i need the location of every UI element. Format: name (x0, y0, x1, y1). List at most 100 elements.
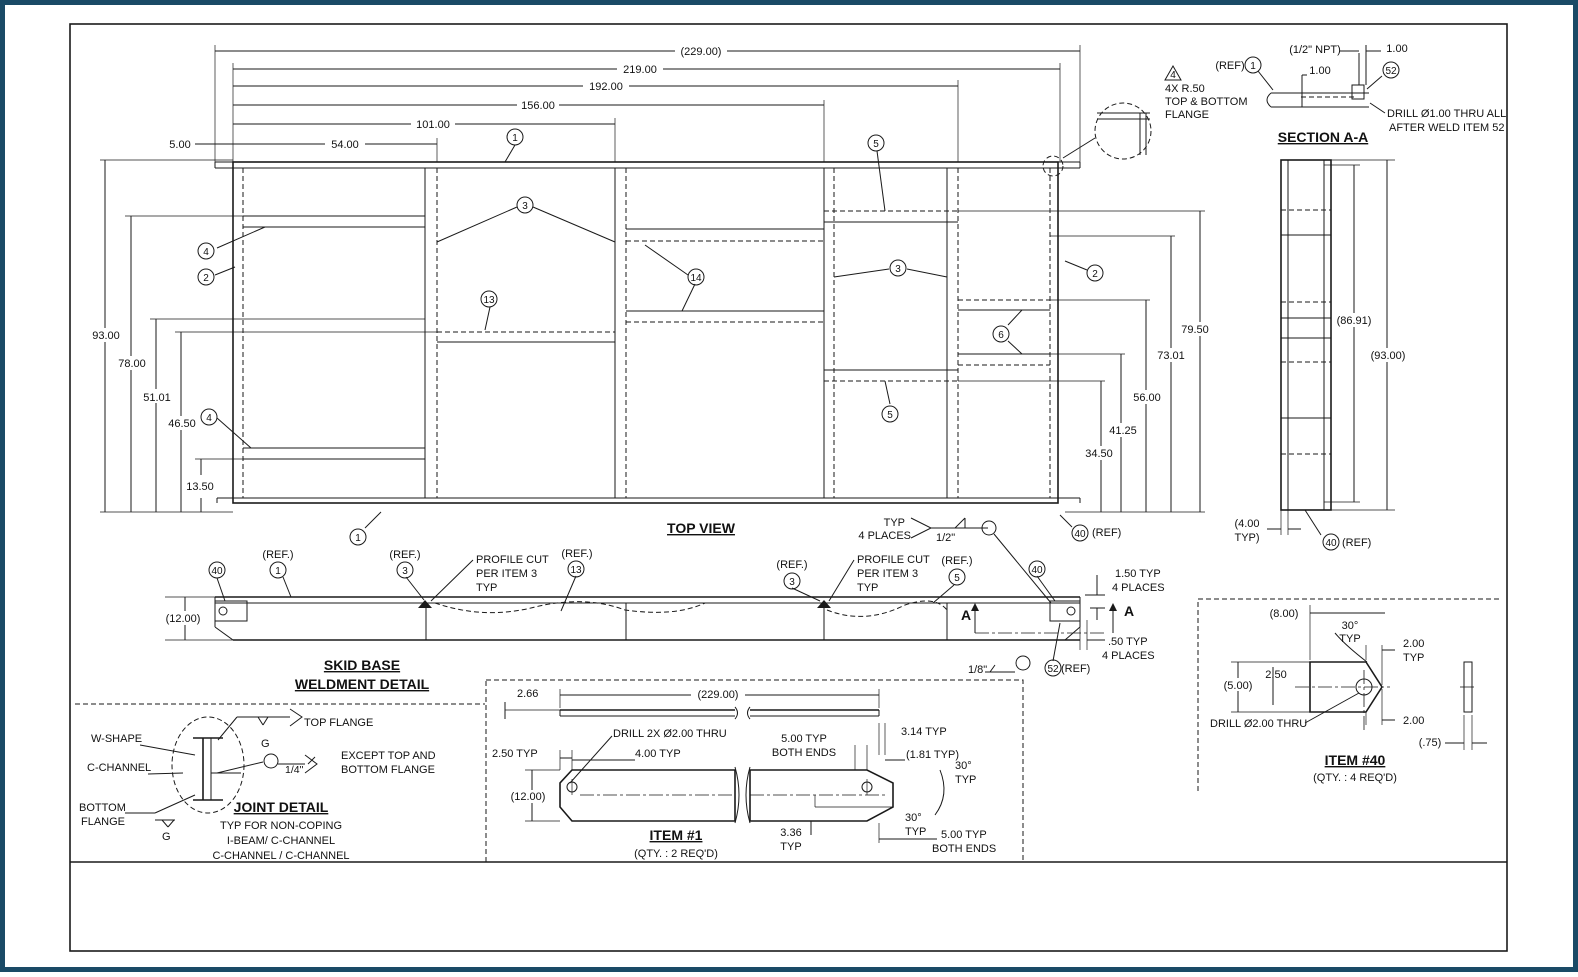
sec-npt: (1/2" NPT) (1289, 44, 1341, 56)
section-mark-a-right: A (1124, 603, 1134, 619)
joint-sub-1: TYP FOR NON-COPING (220, 820, 342, 832)
balloon-4-top: 4 (197, 242, 215, 260)
balloon-3-skid-b: 3 (783, 572, 801, 590)
item1-5-00b: 5.00 TYP (941, 829, 987, 841)
item-balloons: 1 1 1 1 2 2 3 3 3 3 4 4 5 5 5 6 13 13 14… (197, 56, 1400, 677)
profile-cut-2c: TYP (857, 582, 878, 594)
top-view-ref-40: (REF) (1092, 527, 1121, 539)
svg-text:3: 3 (402, 566, 408, 577)
profile-cut-2a: PROFILE CUT (857, 554, 930, 566)
skid-0-50: .50 TYP (1108, 636, 1148, 648)
skid-base-detail: (12.00) (REF.) (REF.) (REF.) (REF.) (REF… (161, 548, 1165, 692)
balloon-2-left: 2 (197, 268, 215, 286)
section-a-a-title: SECTION A-A (1278, 129, 1368, 145)
sec-dim-1: 1.00 (1386, 43, 1407, 55)
item40-title: ITEM #40 (1325, 752, 1386, 768)
balloon-40-section: 40 (1322, 533, 1340, 551)
balloon-40-skid-left: 40 (208, 561, 226, 579)
engineering-drawing: (229.00) 219.00 192.00 156.00 101.00 54.… (69, 23, 1508, 952)
svg-text:13: 13 (483, 295, 495, 306)
dim-5: 5.00 (169, 139, 190, 151)
skid-ref-3a: (REF.) (389, 549, 420, 561)
item40-8: (8.00) (1270, 608, 1299, 620)
dim-41-25: 41.25 (1109, 425, 1137, 437)
balloon-5-top: 5 (867, 134, 885, 152)
sec-dim-86-91: (86.91) (1337, 315, 1372, 327)
sec-dim-4-typ-1: (4.00 (1234, 518, 1259, 530)
skid-dim-12: (12.00) (166, 613, 201, 625)
dim-56: 56.00 (1133, 392, 1161, 404)
svg-text:3: 3 (522, 201, 528, 212)
weld-half-inch: 1/2" (936, 532, 955, 544)
item1-229: (229.00) (698, 689, 739, 701)
balloon-1-top: 1 (506, 128, 524, 146)
joint-except-2: BOTTOM FLANGE (341, 764, 435, 776)
svg-text:14: 14 (690, 273, 702, 284)
svg-text:52: 52 (1385, 66, 1397, 77)
dim-79-50: 79.50 (1181, 324, 1209, 336)
drawing-border (69, 23, 1508, 952)
dim-78: 78.00 (118, 358, 146, 370)
balloon-3-b: 3 (889, 259, 907, 277)
joint-except-1: EXCEPT TOP AND (341, 750, 436, 762)
svg-text:5: 5 (873, 139, 879, 150)
svg-text:4: 4 (203, 247, 209, 258)
dim-156: 156.00 (521, 100, 555, 112)
svg-text:1: 1 (355, 533, 361, 544)
radius-note-2: TOP & BOTTOM (1165, 96, 1248, 108)
skid-4-places-a: 4 PLACES (1112, 582, 1165, 594)
svg-text:1: 1 (1250, 61, 1256, 72)
skid-ref-3b: (REF.) (776, 559, 807, 571)
item1-typ-c: TYP (780, 841, 801, 853)
item1-30-a: 30° (955, 760, 972, 772)
item40-typ-b: TYP (1403, 652, 1424, 664)
item40-2-00a: 2.00 (1403, 638, 1424, 650)
item40-qty: (QTY. : 4 REQ'D) (1313, 772, 1397, 784)
svg-text:6: 6 (998, 330, 1004, 341)
section-mark-a-left: A (961, 607, 971, 623)
item1-both-ends-b: BOTH ENDS (932, 843, 996, 855)
balloon-2-right: 2 (1086, 264, 1104, 282)
item1-2-50: 2.50 TYP (492, 748, 538, 760)
joint-w-shape: W-SHAPE (91, 733, 142, 745)
joint-g-1: G (261, 738, 270, 750)
item1-typ-a: TYP (955, 774, 976, 786)
sec-dim-4-typ-2: TYP) (1234, 532, 1259, 544)
dim-219: 219.00 (623, 64, 657, 76)
item1-title: ITEM #1 (650, 827, 703, 843)
svg-text:52: 52 (1047, 664, 1059, 675)
item1-3-36: 3.36 (780, 827, 801, 839)
balloon-6: 6 (992, 325, 1010, 343)
dim-54: 54.00 (331, 139, 359, 151)
skid-1-50: 1.50 TYP (1115, 568, 1161, 580)
weld-4-places: 4 PLACES (858, 530, 911, 542)
dim-229: (229.00) (681, 46, 722, 58)
balloon-1-section: 1 (1244, 56, 1262, 74)
svg-text:40: 40 (1325, 538, 1337, 549)
joint-detail-title: JOINT DETAIL (234, 799, 329, 815)
sec-drill-1: DRILL Ø1.00 THRU ALL (1387, 108, 1506, 120)
item1-drill: DRILL 2X Ø2.00 THRU (613, 728, 727, 740)
radius-tag: 4 (1170, 70, 1176, 81)
balloon-52-section: 52 (1382, 61, 1400, 79)
balloon-40-top: 40 (1071, 524, 1089, 542)
item1-5-00a: 5.00 TYP (781, 733, 827, 745)
balloon-13-skid: 13 (567, 560, 585, 578)
balloon-52-skid: 52 (1044, 659, 1062, 677)
balloon-40-skid-right: 40 (1028, 560, 1046, 578)
weld-typ: TYP (884, 517, 905, 529)
balloon-14: 14 (687, 268, 705, 286)
profile-cut-2b: PER ITEM 3 (857, 568, 918, 580)
svg-text:40: 40 (211, 566, 223, 577)
joint-sub-3: C-CHANNEL / C-CHANNEL (212, 850, 349, 862)
skid-title-2: WELDMENT DETAIL (295, 676, 430, 692)
item1-4-00: 4.00 TYP (635, 748, 681, 760)
item40-0-75: (.75) (1419, 737, 1442, 749)
dim-73-01: 73.01 (1157, 350, 1185, 362)
joint-quarter: 1/4" (285, 764, 304, 776)
balloon-13-top: 13 (480, 290, 498, 308)
sec-ref: (REF) (1215, 60, 1244, 72)
item40-drill: DRILL Ø2.00 THRU (1210, 718, 1307, 730)
dim-192: 192.00 (589, 81, 623, 93)
joint-sub-2: I-BEAM/ C-CHANNEL (227, 835, 335, 847)
